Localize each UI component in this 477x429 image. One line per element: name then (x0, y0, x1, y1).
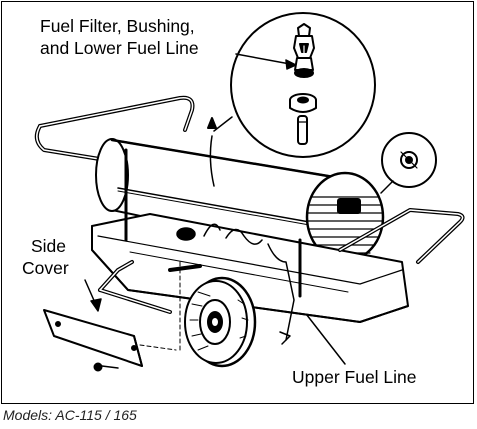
wheel (184, 276, 257, 368)
knob-detail-circle (380, 132, 437, 194)
side-cover-panel (43, 309, 143, 372)
side-cover-label-line2: Cover (22, 258, 69, 278)
models-caption: Models: AC-115 / 165 (3, 407, 137, 423)
fuel-tank (91, 148, 409, 323)
fuel-filter-label-line1: Fuel Filter, Bushing, (40, 16, 195, 36)
alignment-lines (139, 261, 181, 351)
upper-fuel-line-label: Upper Fuel Line (292, 367, 417, 387)
fuel-filter-label-line2: and Lower Fuel Line (40, 38, 199, 58)
fuel-filter-on-tank (207, 117, 217, 187)
fuel-fittings (176, 223, 295, 345)
side-cover-label-line1: Side (31, 236, 67, 256)
diagram-frame (1, 1, 474, 404)
heater-body (95, 138, 385, 263)
detail-magnifier-circle (230, 12, 376, 158)
